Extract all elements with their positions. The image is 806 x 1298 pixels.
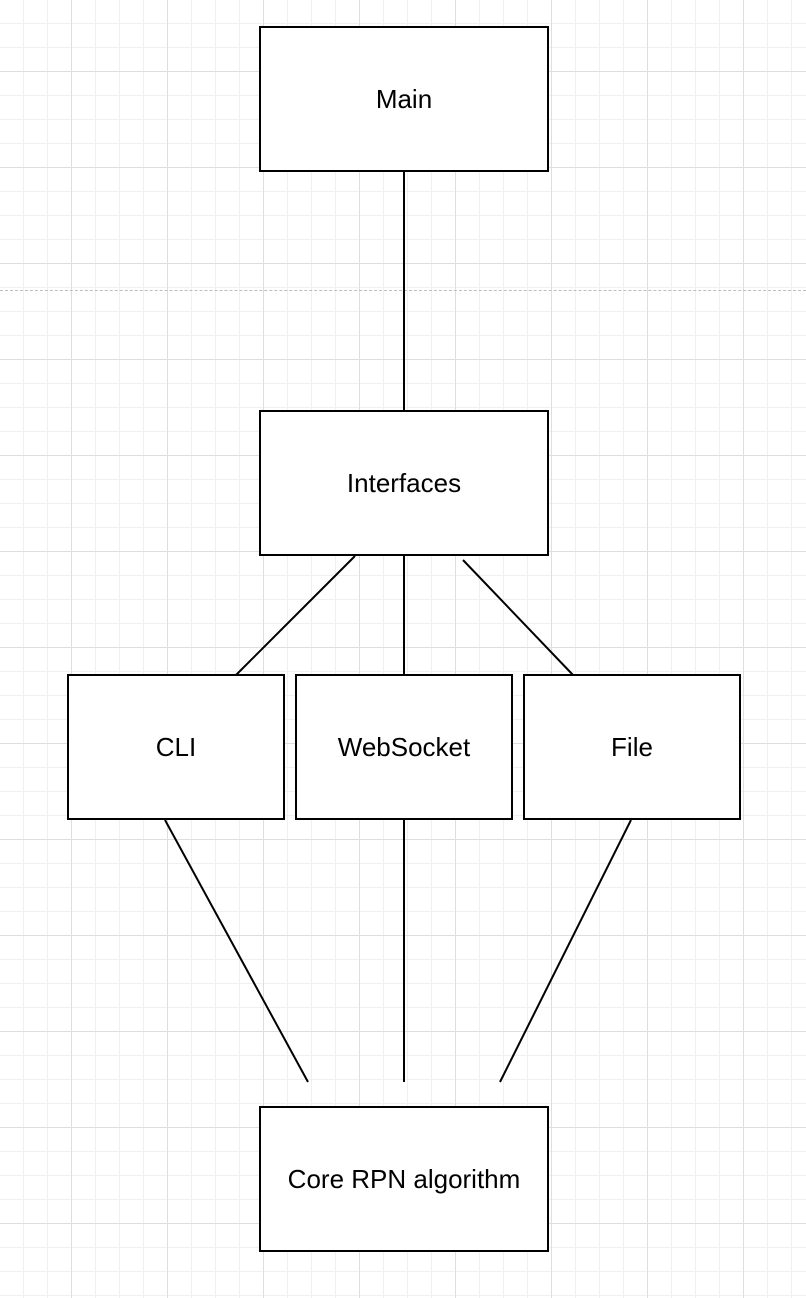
interfaces-node-label: Interfaces [346, 467, 462, 498]
edge-file-core[interactable] [499, 819, 632, 1083]
websocket-node-label: WebSocket [337, 731, 471, 762]
websocket-node[interactable]: WebSocket [295, 674, 513, 820]
cli-node[interactable]: CLI [67, 674, 285, 820]
main-node[interactable]: Main [259, 26, 549, 172]
core-rpn-node[interactable]: Core RPN algorithm [259, 1106, 549, 1252]
main-node-label: Main [375, 83, 433, 114]
edge-interfaces-file[interactable] [462, 559, 574, 676]
edge-cli-core[interactable] [164, 819, 309, 1083]
file-node-label: File [611, 731, 653, 762]
interfaces-node[interactable]: Interfaces [259, 410, 549, 556]
edge-interfaces-cli[interactable] [235, 555, 356, 676]
file-node[interactable]: File [523, 674, 741, 820]
core-rpn-node-label: Core RPN algorithm [287, 1163, 521, 1194]
cli-node-label: CLI [155, 731, 197, 762]
